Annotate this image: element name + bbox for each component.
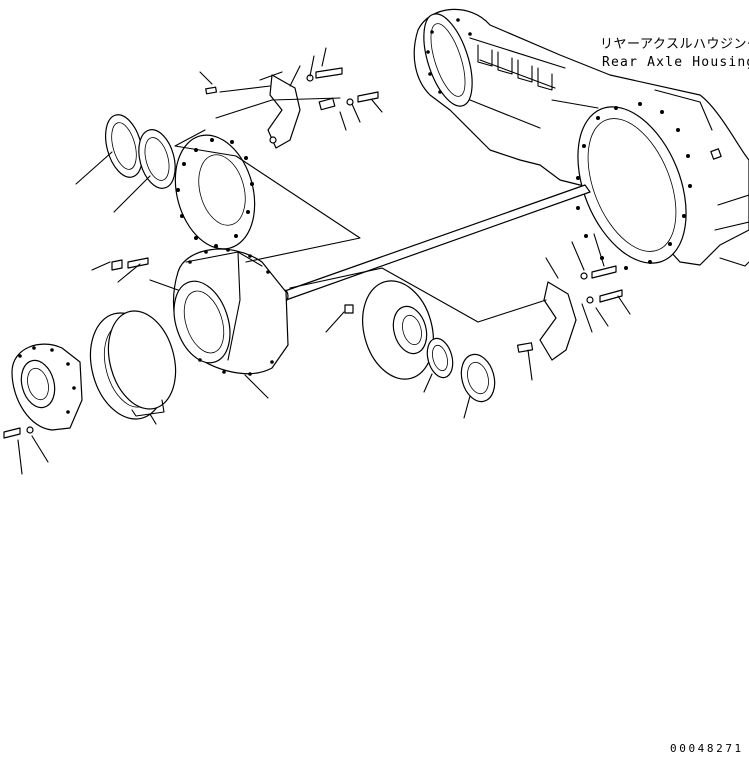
axle-shaft [279, 184, 591, 303]
hub-plate [174, 134, 256, 250]
bolts-top [306, 67, 379, 106]
housing-label-en: Rear Axle Housing [602, 55, 749, 70]
figure-number: 00048271 [670, 742, 744, 755]
shim-set [89, 310, 177, 420]
bearing-large [460, 353, 496, 403]
bracket-right [516, 281, 577, 361]
leader-lines [17, 47, 631, 475]
bolt-lower-left [3, 426, 34, 439]
rear-axle-housing [413, 8, 749, 270]
wheel-hub [11, 343, 83, 431]
housing-label-jp: リヤーアクスルハウジング [600, 37, 749, 52]
seal-ring-outer [105, 114, 143, 178]
brake-housing [172, 248, 289, 376]
planetary-carrier [344, 280, 434, 380]
bolt-center-left [111, 257, 149, 271]
seal-ring-inner [138, 129, 176, 189]
bolts-right [580, 265, 623, 304]
bearing-small [426, 337, 454, 379]
